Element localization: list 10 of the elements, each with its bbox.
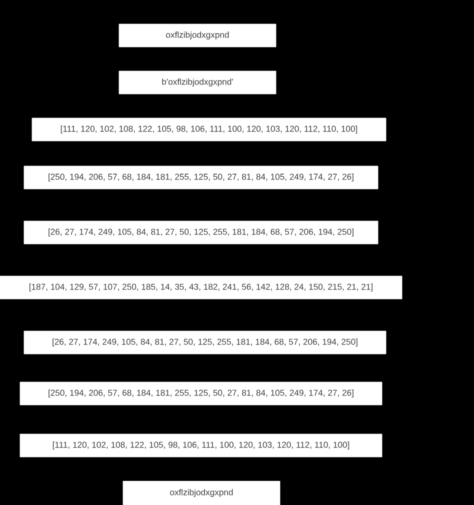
process-box: oxflzibjodxgxpnd: [118, 24, 276, 48]
process-box: [250, 194, 206, 57, 68, 184, 181, 255, 125, 50, 27, 81, 84, 105, 249, 174, 27, 26]: [20, 382, 382, 406]
process-box: [250, 194, 206, 57, 68, 184, 181, 255, 125, 50, 27, 81, 84, 105, 249, 174, 27, 26]: [24, 166, 378, 190]
process-box: [111, 120, 102, 108, 122, 105, 98, 106, 111, 100, 120, 103, 120, 112, 110, 100]: [32, 118, 386, 142]
process-box: oxflzibjodxgxpnd: [122, 480, 280, 505]
process-box: [26, 27, 174, 249, 105, 84, 81, 27, 50, 125, 255, 181, 184, 68, 57, 206, 194, 250]: [24, 330, 386, 354]
process-box: b'oxflzibjodxgxpnd': [118, 70, 276, 94]
process-box: [187, 104, 129, 57, 107, 250, 185, 14, 35, 43, 182, 241, 56, 142, 128, 24, 150, 215, 21, 21]: [0, 276, 402, 300]
process-box: [26, 27, 174, 249, 105, 84, 81, 27, 50, 125, 255, 181, 184, 68, 57, 206, 194, 250]: [24, 220, 378, 244]
process-box: [111, 120, 102, 108, 122, 105, 98, 106, 111, 100, 120, 103, 120, 112, 110, 100]: [20, 434, 382, 458]
